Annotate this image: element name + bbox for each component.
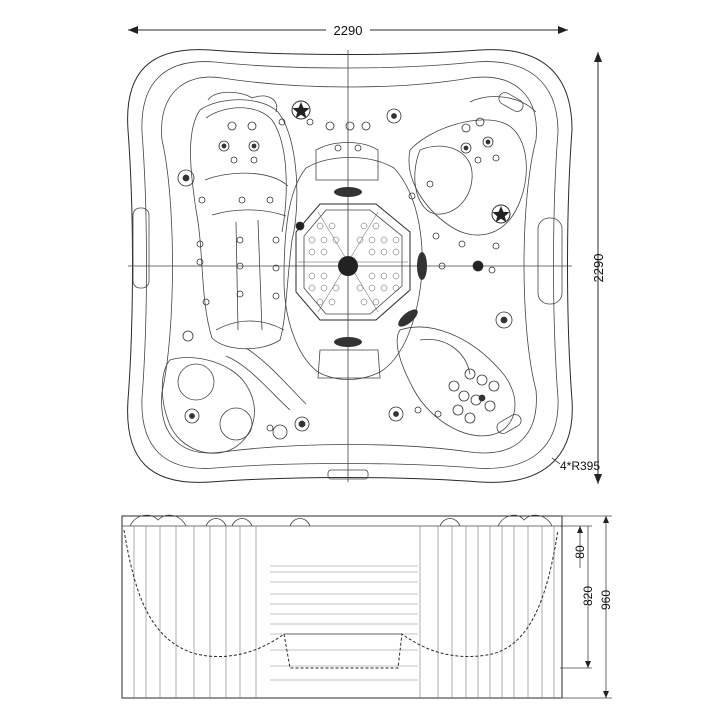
side-panel-steps xyxy=(270,565,418,681)
dim-inner-label: 820 xyxy=(581,586,595,606)
main-drain-icon xyxy=(338,256,358,276)
corner-radius-callout: 4*R395 xyxy=(551,457,600,473)
left-jet-column xyxy=(177,169,310,440)
lower-right-light-icon xyxy=(398,309,418,327)
lower-right-handle xyxy=(496,414,522,434)
upper-light-icon xyxy=(334,187,362,197)
upper-right-handle xyxy=(498,92,524,112)
height-label: 2290 xyxy=(591,254,606,283)
corner-radius-label: 4*R395 xyxy=(560,459,600,473)
lower-right-massage-jets xyxy=(388,368,500,424)
upper-right-seat-jets xyxy=(408,117,513,329)
side-panel-slats xyxy=(133,526,555,698)
lower-light-icon xyxy=(334,337,362,347)
width-label: 2290 xyxy=(334,23,363,38)
upper-left-seat-jets xyxy=(218,118,314,300)
star-control-icon xyxy=(291,100,311,120)
star-control-icon xyxy=(491,204,511,224)
top-width-dimension: 2290 xyxy=(128,21,568,38)
right-light-icon xyxy=(417,252,427,280)
dim-top-label: 80 xyxy=(573,545,587,559)
side-dimensions: 80 820 960 xyxy=(560,515,613,699)
top-view: 4*R395 xyxy=(127,49,600,483)
top-center-jets xyxy=(325,108,402,152)
side-view: 80 820 960 xyxy=(121,514,613,699)
dim-total-label: 960 xyxy=(599,590,613,610)
right-height-dimension: 2290 xyxy=(591,52,606,484)
